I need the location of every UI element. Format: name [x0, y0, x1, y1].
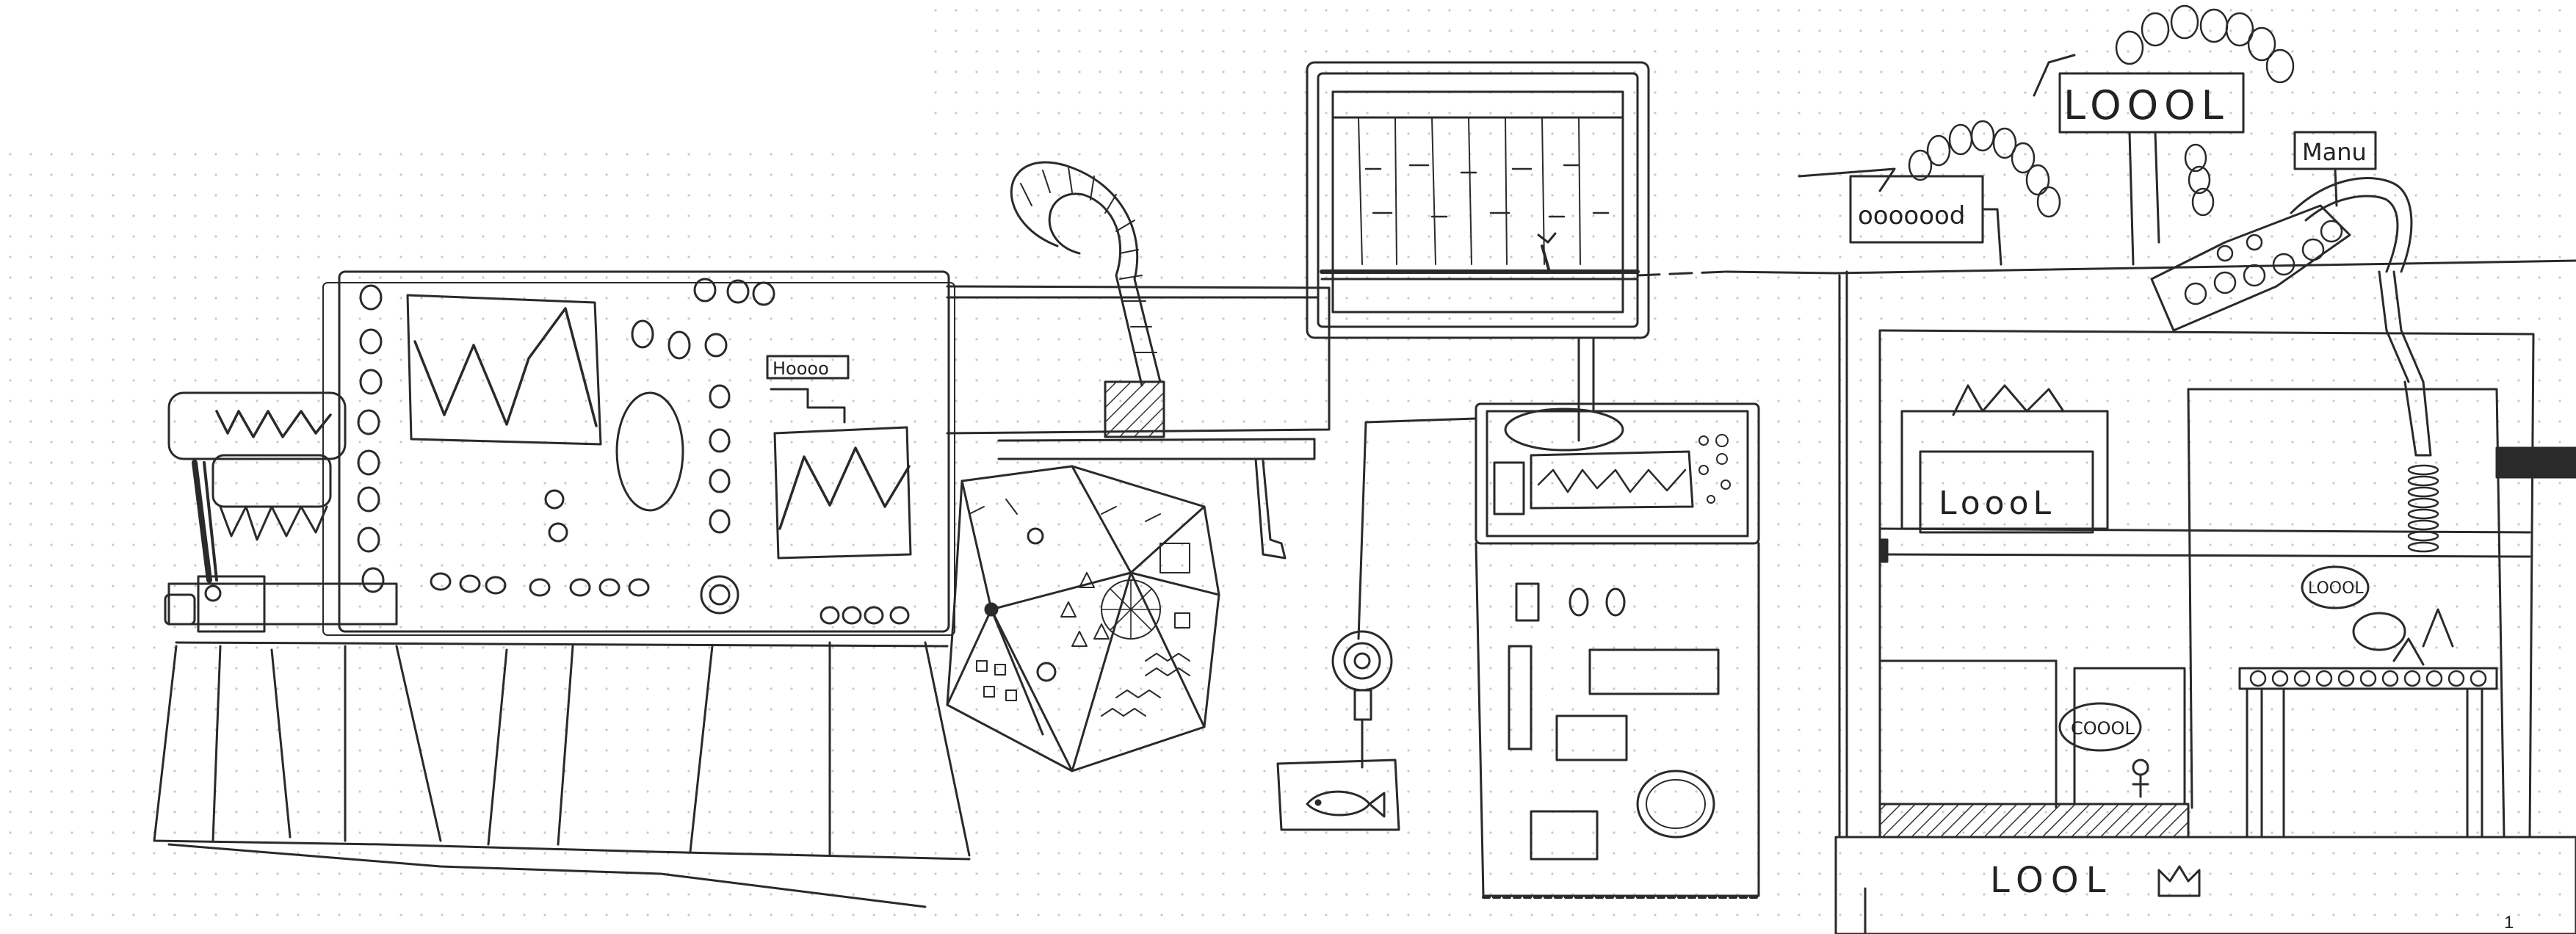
manu-sign: Manu [2302, 138, 2367, 166]
air-duct [946, 161, 1331, 560]
cnc-machine [1475, 402, 1760, 899]
floor-label: LOOL [1990, 860, 2113, 901]
console-table [153, 641, 971, 908]
console-buttons-top [544, 278, 775, 543]
tank-label: LoooL [1939, 485, 2055, 522]
page-number: 1 [2504, 913, 2514, 933]
control-console: Hoooo [153, 270, 971, 908]
console-buttons-bottom [430, 572, 910, 625]
polyhedron-crystal [946, 465, 1220, 772]
cnc-screen [1530, 450, 1694, 510]
egg-display [615, 391, 684, 512]
coool-bubble: COOOL [2071, 718, 2135, 739]
horizon-line [1636, 270, 1727, 277]
fishing-line [1276, 417, 1477, 831]
factory-building: LoooL LOOL COOOL [1834, 270, 2576, 934]
dot-grid-background [0, 147, 2576, 934]
roof-machinery: ooooood LOOOL Manu [1798, 4, 2413, 332]
spiral-dial [700, 575, 739, 615]
oooooood-sign: ooooood [1858, 201, 1965, 231]
waveform-screen-left [406, 294, 602, 446]
striped-hose [1010, 161, 1162, 383]
console-label: Hoooo [773, 358, 829, 379]
console-buttons-left [357, 284, 385, 593]
hose-brush [1104, 380, 1165, 438]
loool-bubble: LOOOL [2308, 579, 2364, 598]
jaw-mechanism [164, 391, 398, 633]
crown-icon [2157, 865, 2201, 897]
water-tank [1306, 61, 1650, 442]
waveform-screen-right [773, 426, 912, 560]
waveform-line [413, 307, 598, 427]
lool-tower-sign: LOOOL [2063, 82, 2229, 128]
